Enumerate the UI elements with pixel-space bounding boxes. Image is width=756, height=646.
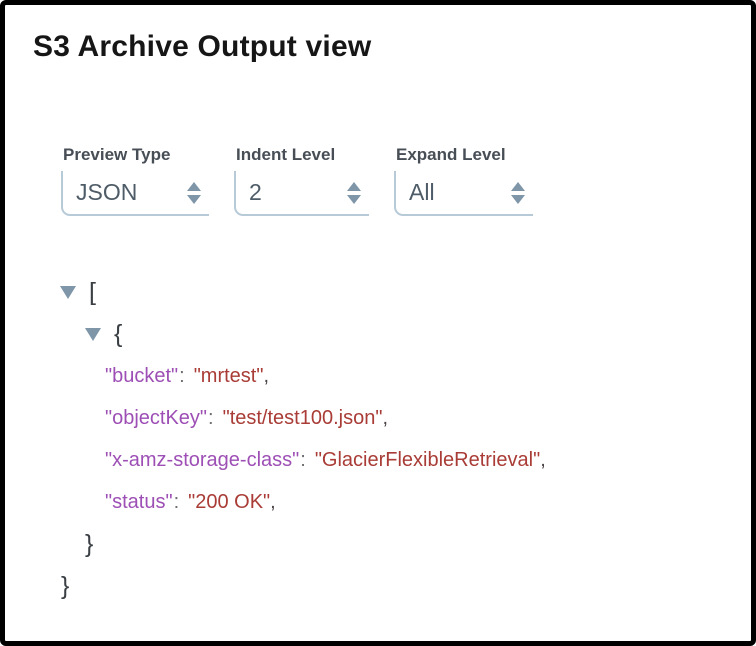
collapse-triangle-icon[interactable] <box>60 285 76 299</box>
expand-level-control: Expand Level All <box>394 145 533 216</box>
json-colon: : <box>173 490 180 513</box>
preview-type-select[interactable]: JSON <box>61 171 209 216</box>
json-key: "objectKey" <box>105 406 208 429</box>
object-close-brace: } <box>85 529 94 558</box>
indent-level-value: 2 <box>249 179 262 205</box>
json-array-close-row: } <box>5 565 745 607</box>
arrow-up-icon <box>187 181 201 191</box>
json-entry-row: "status": "200 OK", <box>5 481 745 523</box>
json-entry-row: "objectKey": "test/test100.json", <box>5 397 745 439</box>
expand-level-label: Expand Level <box>396 145 506 164</box>
json-key: "x-amz-storage-class" <box>105 448 300 471</box>
json-object-row: { <box>5 313 745 355</box>
expand-level-select[interactable]: All <box>394 171 533 216</box>
json-comma: , <box>263 364 270 387</box>
collapse-triangle-icon[interactable] <box>85 327 101 341</box>
object-open-brace: { <box>114 319 123 348</box>
expand-level-value: All <box>409 179 435 205</box>
arrow-down-icon <box>511 194 525 204</box>
json-comma: , <box>270 490 276 513</box>
json-key: "bucket" <box>105 364 179 387</box>
json-colon: : <box>208 406 214 429</box>
json-value: "GlacierFlexibleRetrieval" <box>314 448 541 471</box>
json-colon: : <box>300 448 306 471</box>
arrow-down-icon <box>187 194 201 204</box>
controls-row: Preview Type JSON Indent Level 2 Expand … <box>61 145 533 216</box>
spinner-arrows-icon <box>187 181 201 204</box>
spinner-arrows-icon <box>347 181 361 204</box>
json-colon: : <box>179 364 185 387</box>
json-entry-row: "x-amz-storage-class": "GlacierFlexibleRe… <box>5 439 745 481</box>
json-entry-row: "bucket": "mrtest", <box>5 355 745 397</box>
json-comma: , <box>382 406 388 429</box>
json-object-close-row: } <box>5 523 745 565</box>
arrow-down-icon <box>347 194 361 204</box>
arrow-up-icon <box>347 181 361 191</box>
preview-type-label: Preview Type <box>63 145 171 164</box>
page-title: S3 Archive Output view <box>33 30 372 63</box>
spinner-arrows-icon <box>511 181 525 204</box>
preview-type-value: JSON <box>76 179 138 205</box>
indent-level-label: Indent Level <box>236 145 336 164</box>
json-comma: , <box>540 448 546 471</box>
json-key: "status" <box>105 490 173 513</box>
json-tree-viewer: [ { "bucket": "mrtest", "objectKey": "test… <box>5 271 745 607</box>
json-value: "test/test100.json" <box>222 406 383 429</box>
array-close-brace: } <box>61 571 70 600</box>
json-value: "mrtest" <box>193 364 264 387</box>
arrow-up-icon <box>511 181 525 191</box>
array-open-bracket: [ <box>89 277 96 306</box>
indent-level-control: Indent Level 2 <box>234 145 369 216</box>
json-array-row: [ <box>5 271 745 313</box>
json-value: "200 OK" <box>188 490 271 513</box>
indent-level-select[interactable]: 2 <box>234 171 369 216</box>
preview-type-control: Preview Type JSON <box>61 145 209 216</box>
